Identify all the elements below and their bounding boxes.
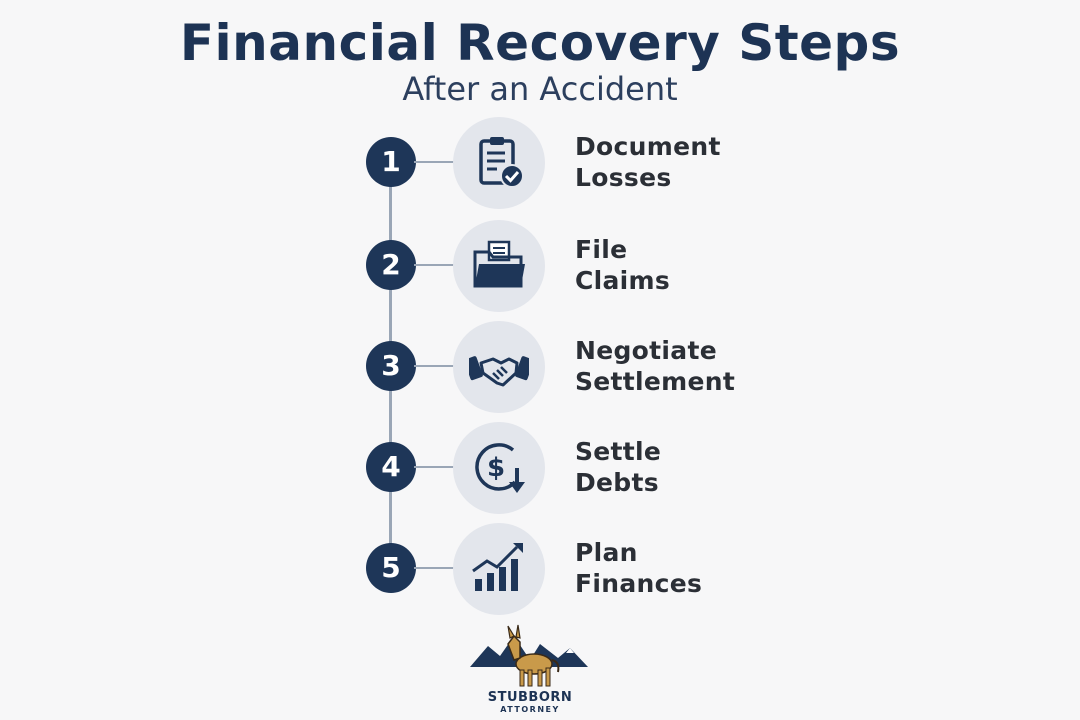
folder-icon bbox=[453, 220, 545, 312]
step-link-line bbox=[414, 264, 456, 266]
step-label: Settle Debts bbox=[575, 437, 662, 497]
step-link-line bbox=[414, 567, 456, 569]
step-label: File Claims bbox=[575, 235, 671, 295]
step-1: 1 Document Losses bbox=[0, 115, 1080, 211]
step-link-line bbox=[414, 365, 456, 367]
logo-brand-text: STUBBORN bbox=[487, 690, 573, 705]
step-link-line bbox=[414, 161, 456, 163]
step-label: Document Losses bbox=[575, 132, 721, 192]
page-subtitle: After an Accident bbox=[402, 70, 678, 108]
step-label: Plan Finances bbox=[575, 538, 703, 598]
page-title: Financial Recovery Steps bbox=[179, 14, 901, 72]
dollar-down-icon: $ bbox=[453, 422, 545, 514]
step-number: 5 bbox=[366, 543, 416, 593]
step-link-line bbox=[414, 466, 456, 468]
step-number: 4 bbox=[366, 442, 416, 492]
step-3: 3 Negotiate Settlement bbox=[0, 319, 1080, 415]
stubborn-attorney-logo: STUBBORN ATTORNEY bbox=[470, 622, 590, 717]
step-number: 2 bbox=[366, 240, 416, 290]
logo-subtext: ATTORNEY bbox=[500, 705, 560, 714]
handshake-icon bbox=[453, 321, 545, 413]
step-number: 1 bbox=[366, 137, 416, 187]
step-label: Negotiate Settlement bbox=[575, 336, 736, 396]
step-number: 3 bbox=[366, 341, 416, 391]
svg-text:$: $ bbox=[487, 453, 505, 483]
step-2: 2 File Claims bbox=[0, 218, 1080, 314]
clipboard-check-icon bbox=[453, 117, 545, 209]
step-4: 4 $ Settle Debts bbox=[0, 420, 1080, 516]
growth-chart-icon bbox=[453, 523, 545, 615]
step-5: 5 Plan Finances bbox=[0, 521, 1080, 617]
donkey-mountain-logo-icon bbox=[470, 624, 588, 687]
